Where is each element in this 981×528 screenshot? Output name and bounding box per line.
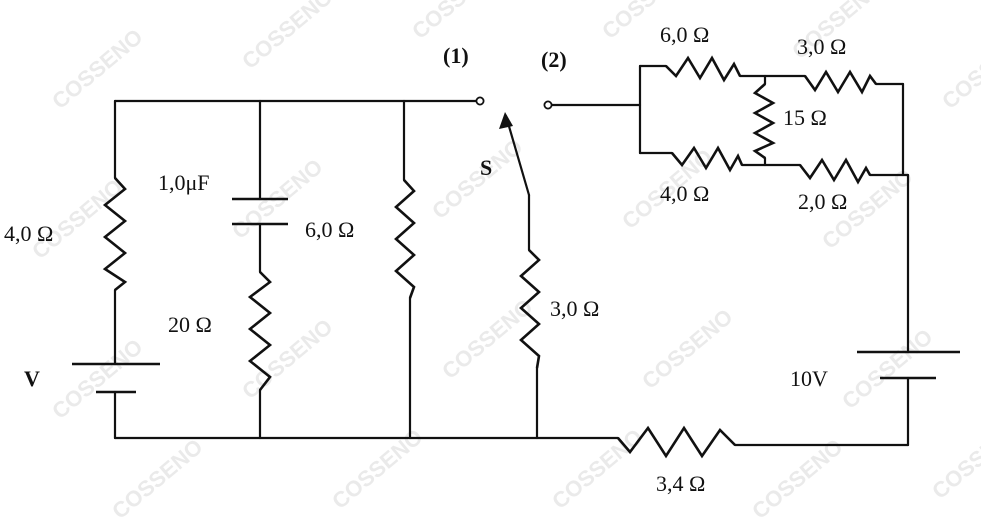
watermark-text: COSSENO xyxy=(47,334,147,424)
resistor-cap-branch-20ohm xyxy=(247,271,273,391)
battery-right xyxy=(857,350,960,380)
switch xyxy=(475,96,553,129)
watermark-text: COSSENO xyxy=(927,414,981,504)
label-r-cap-branch: 20 Ω xyxy=(168,312,212,337)
watermark-text: COSSENO xyxy=(937,24,981,114)
label-r-switch-branch: 3,0 Ω xyxy=(550,296,599,321)
label-r-left: 4,0 Ω xyxy=(4,221,53,246)
watermark-text: COSSENO xyxy=(107,434,207,524)
resistor-switch-branch-3ohm xyxy=(519,249,541,369)
label-bridge-top-right: 3,0 Ω xyxy=(797,34,846,59)
watermark-text: COSSENO xyxy=(427,134,527,224)
capacitor xyxy=(232,197,288,226)
watermark-text: COSSENO xyxy=(407,0,507,44)
wires xyxy=(113,64,910,447)
resistor-left-4ohm xyxy=(102,177,128,292)
label-switch-pos-1: (1) xyxy=(443,43,469,68)
switch-arrow-head xyxy=(499,112,513,129)
watermark-text: COSSENO xyxy=(747,434,847,524)
resistor-bridge-middle-15ohm xyxy=(752,83,776,160)
label-r-middle: 6,0 Ω xyxy=(305,217,354,242)
label-source-left: V xyxy=(24,366,40,391)
label-bridge-top-left: 6,0 Ω xyxy=(660,22,709,47)
label-bridge-bottom-left: 4,0 Ω xyxy=(660,181,709,206)
label-switch: S xyxy=(480,155,492,180)
switch-blade xyxy=(504,114,531,197)
resistor-middle-6ohm xyxy=(394,179,416,299)
resistor-bridge-top-left-6ohm xyxy=(665,55,742,83)
resistors xyxy=(102,55,878,459)
labels: (1) (2) S V 10V 4,0 Ω 1,0μF 20 Ω 6,0 Ω 3… xyxy=(4,22,847,496)
label-switch-pos-2: (2) xyxy=(541,47,567,72)
watermark-text: COSSENO xyxy=(237,0,337,74)
resistor-bottom-3-4ohm xyxy=(617,425,736,459)
label-r-bottom: 3,4 Ω xyxy=(656,471,705,496)
label-bridge-bottom-right: 2,0 Ω xyxy=(798,189,847,214)
label-capacitor: 1,0μF xyxy=(158,170,210,195)
switch-terminal-2 xyxy=(543,100,553,110)
watermark-text: COSSENO xyxy=(637,304,737,394)
watermark-text: COSSENO xyxy=(27,174,127,264)
resistor-bridge-top-right-3ohm xyxy=(803,69,878,95)
switch-terminal-1 xyxy=(475,96,485,106)
label-bridge-middle: 15 Ω xyxy=(783,105,827,130)
resistor-bridge-bottom-right-2ohm xyxy=(798,157,872,185)
battery-left xyxy=(72,362,160,394)
label-source-right: 10V xyxy=(790,366,828,391)
resistor-bridge-bottom-left-4ohm xyxy=(671,145,744,173)
watermark-text: COSSENO xyxy=(837,324,937,414)
